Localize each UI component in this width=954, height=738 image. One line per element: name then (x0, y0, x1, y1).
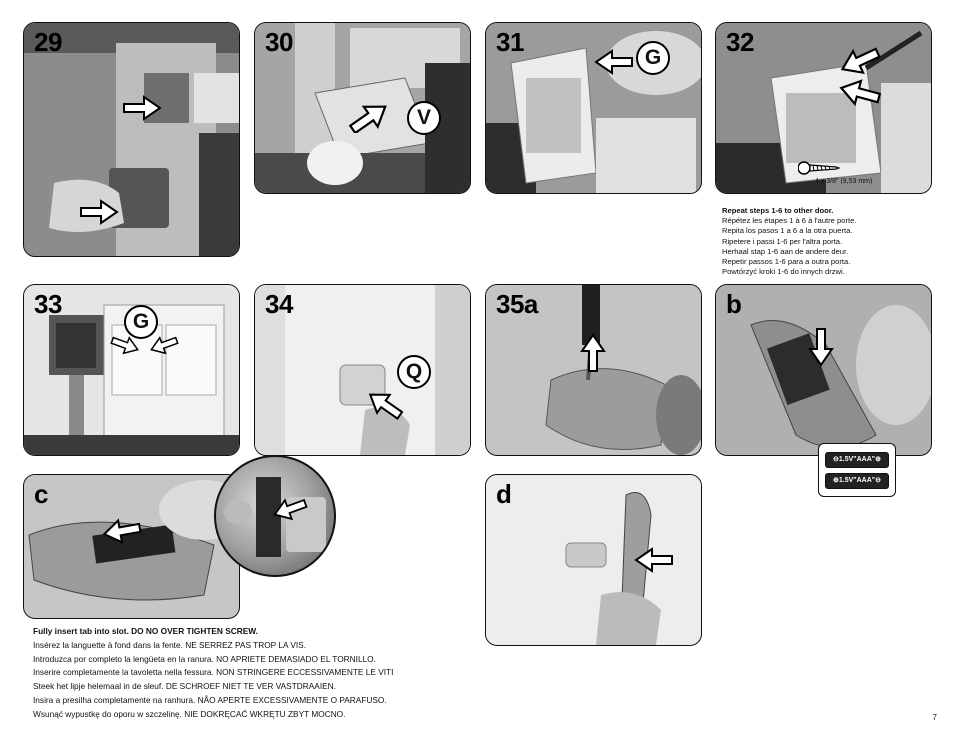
step-c-panel: c (23, 474, 240, 619)
instructions-line: Wsunąć wypustkę do oporu w szczelinę. NI… (33, 708, 346, 719)
step-number: d (496, 479, 512, 509)
insert-batteries-illustration (24, 475, 239, 618)
step-29-panel: 29 (23, 22, 240, 257)
step-number: 32 (726, 27, 754, 57)
screw-size-label: 4 x 3/8" (9,53 mm) (815, 178, 873, 185)
left-arrow-icon (839, 79, 882, 107)
page-number: 7 (932, 713, 937, 722)
step-33-panel: 33 G (23, 284, 240, 456)
step-number: 35a (496, 289, 538, 319)
part-v-badge: V (407, 101, 441, 135)
left-arrow-icon (102, 518, 142, 544)
step-b-panel: b (715, 284, 932, 456)
down-arrow-icon (808, 328, 834, 367)
battery-orientation-diagram: ⊖1.5V"AAA"⊕ ⊕1.5V"AAA"⊖ (818, 443, 896, 497)
repeat-steps-text: Repeat steps 1-6 to other door. Répétez … (722, 206, 856, 277)
step-number: 30 (265, 27, 293, 57)
step-number: 34 (265, 289, 293, 319)
step-number: b (726, 289, 742, 319)
step-number: 33 (34, 289, 62, 319)
kitchen-shelves-illustration (24, 23, 239, 256)
battery-label: ⊕1.5V"AAA"⊖ (825, 473, 889, 489)
step-30-panel: 30 V (254, 22, 471, 194)
instructions-line: Insérez la languette à fond dans la fent… (33, 639, 307, 650)
up-arrow-icon (580, 333, 606, 372)
door-screw-illustration (716, 23, 931, 193)
step-number: 29 (34, 27, 62, 57)
left-arrow-icon (594, 49, 633, 75)
step-number: c (34, 479, 48, 509)
instructions-line: Steek het lipje helemaal in de sleuf. DE… (33, 681, 336, 692)
left-arrow-icon (634, 547, 673, 573)
part-q-badge: Q (397, 355, 431, 389)
repeat-line: Repetir passos 1-6 para a outra porta. (722, 257, 851, 267)
battery-cover-illustration (716, 285, 931, 455)
tab-slot-instructions: Fully insert tab into slot. DO NO OVER T… (33, 625, 393, 722)
left-arrow-icon (273, 498, 308, 521)
up-right-arrow-icon (348, 105, 387, 133)
battery-closeup-magnifier (214, 455, 336, 577)
step-35a-panel: 35a (485, 284, 702, 456)
instructions-line: Introduzca por completo la lengüeta en l… (33, 653, 376, 664)
step-32-panel: 32 (715, 22, 932, 194)
step-34-panel: 34 Q (254, 284, 471, 456)
hook-insert-illustration (255, 285, 470, 455)
repeat-line: Répétez les étapes 1 à 6 à l'autre porte… (722, 216, 857, 226)
left-arrow-icon (150, 336, 179, 355)
repeat-line: Herhaal stap 1-6 aan de andere deur. (722, 246, 849, 256)
battery-label: ⊖1.5V"AAA"⊕ (825, 452, 889, 468)
step-number: 31 (496, 27, 524, 57)
instructions-line: Insira a presilha completamente na ranhu… (33, 694, 387, 705)
right-arrow-icon (123, 95, 162, 121)
repeat-line: Repita los pasos 1 a 6 a la otra puerta. (722, 226, 853, 236)
left-arrow-icon (840, 47, 881, 75)
instructions-line: Inserire completamente la tavoletta nell… (33, 667, 394, 678)
up-left-arrow-icon (368, 393, 404, 420)
step-31-panel: 31 G (485, 22, 702, 194)
right-arrow-icon (80, 199, 119, 225)
screw-icon (798, 161, 840, 175)
right-arrow-icon (110, 336, 139, 355)
repeat-line: Powtórzyć kroki 1-6 do innych drzwi. (722, 267, 845, 277)
repeat-line: Ripetere i passi 1-6 per l'altra porta. (722, 236, 843, 246)
repeat-title: Repeat steps 1-6 to other door. (722, 206, 834, 215)
part-g-badge: G (124, 305, 158, 339)
step-d-panel: d (485, 474, 702, 646)
part-g-badge: G (636, 41, 670, 75)
instructions-title: Fully insert tab into slot. DO NO OVER T… (33, 626, 258, 636)
